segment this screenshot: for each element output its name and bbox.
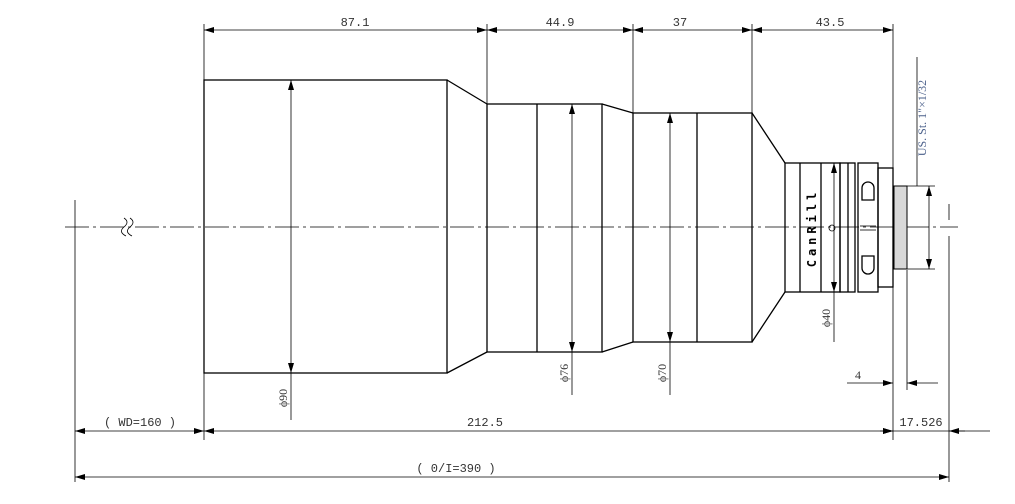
brand-engraving: CanRill	[805, 189, 819, 268]
dim-87-1: 87.1	[341, 16, 370, 30]
dim-43-5: 43.5	[816, 16, 845, 30]
svg-text:ϕ90: ϕ90	[276, 389, 290, 407]
object-image-distance: ( 0/I=390 )	[416, 462, 495, 476]
lens-length: 212.5	[467, 416, 503, 430]
lens-body	[203, 79, 908, 374]
svg-text:ϕ40: ϕ40	[819, 309, 833, 327]
dim-37: 37	[673, 16, 687, 30]
flange-dim: 4	[855, 368, 861, 382]
bottom-dimensions: ( WD=160 ) 212.5 17.526 ( 0/I=390 )	[75, 416, 990, 480]
break-symbol-icon	[121, 217, 134, 237]
back-focus: 17.526	[899, 416, 942, 430]
svg-text:ϕ70: ϕ70	[655, 364, 669, 382]
dim-44-9: 44.9	[546, 16, 575, 30]
working-distance: ( WD=160 )	[104, 416, 176, 430]
top-dimensions: 87.1 44.9 37 43.5	[204, 16, 893, 33]
thread-spec: US. St. 1"×1/32	[915, 80, 929, 156]
diameter-dimensions: ϕ90 ϕ76 ϕ70 ϕ40	[276, 80, 837, 420]
mount-thread	[893, 185, 908, 270]
svg-text:ϕ76: ϕ76	[557, 364, 571, 382]
